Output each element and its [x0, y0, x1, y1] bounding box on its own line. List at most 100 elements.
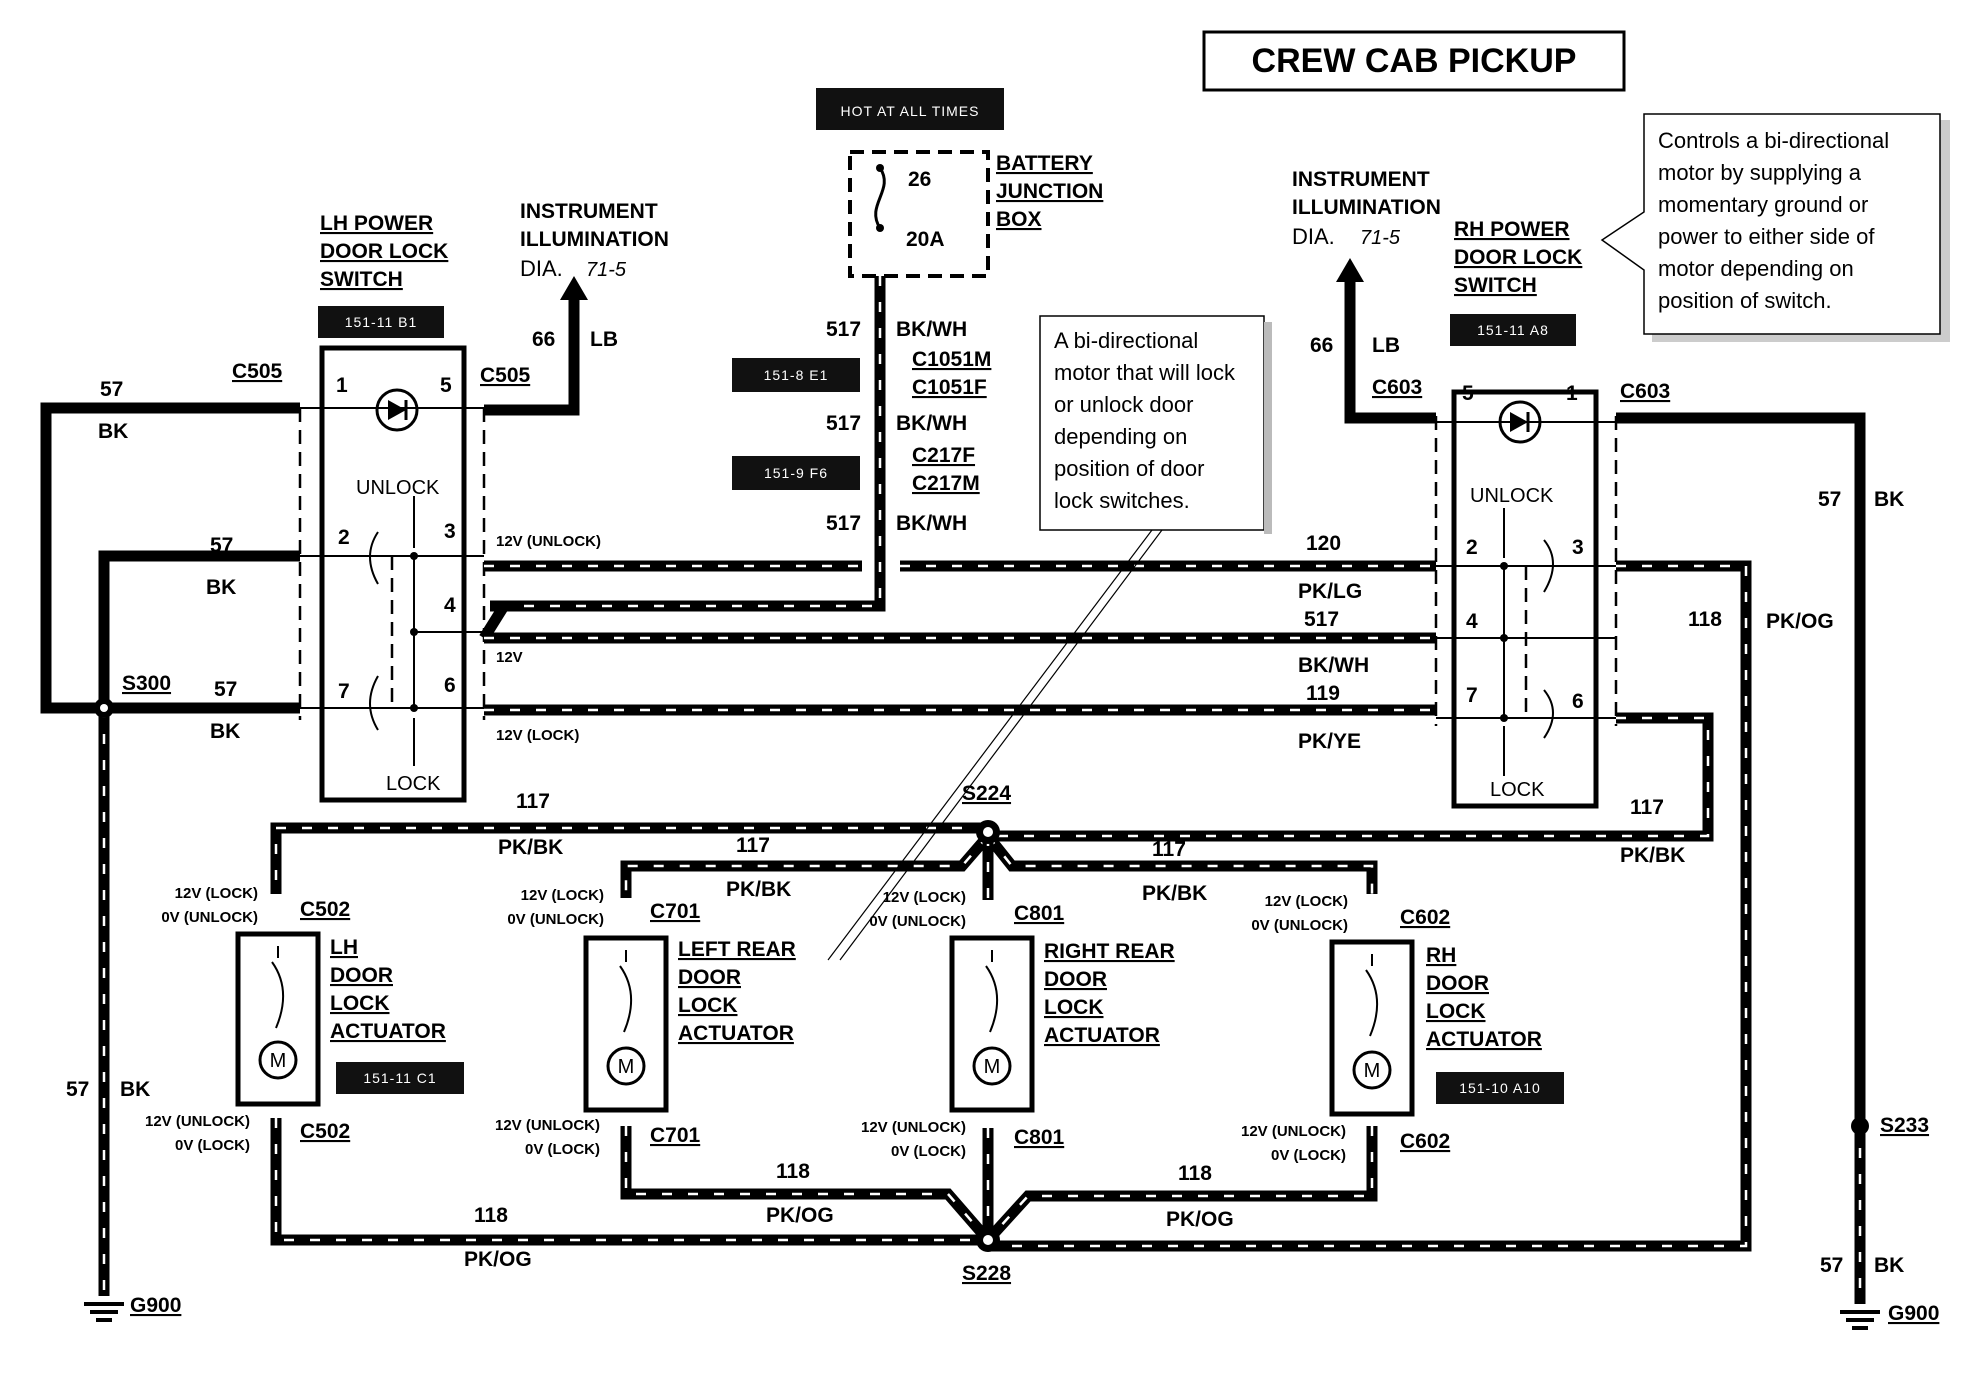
- wire-bk-d: BK: [120, 1078, 150, 1101]
- wire-bk-e: BK: [1874, 488, 1904, 511]
- lr-actuator-conn-top: C701: [650, 900, 701, 923]
- fuse-number: 26: [908, 168, 931, 191]
- lh-pin-7: 7: [338, 680, 350, 703]
- lh-pin-4: 4: [444, 594, 456, 617]
- lh-pin-3: 3: [444, 520, 456, 543]
- instrument-illumination-left: INSTRUMENT ILLUMINATION DIA. 71-5 66 LB: [484, 200, 669, 416]
- wire-517-label: 517: [1304, 608, 1339, 631]
- wire-118-main: 118 PK/OG: [988, 560, 1834, 1252]
- splice-s224: S224: [962, 782, 1011, 805]
- lh-bot-v2: 0V (LOCK): [175, 1137, 250, 1154]
- lh-pin-6: 6: [444, 674, 456, 697]
- lh-switch-connector-right: C505: [480, 364, 531, 387]
- rh-switch-label-1: RH POWER: [1454, 218, 1570, 241]
- lh-switch-label-1: LH POWER: [320, 212, 433, 235]
- instr-right-dia: DIA.: [1292, 224, 1335, 249]
- bjb-label-2: JUNCTION: [996, 180, 1103, 203]
- connector-c1051m: C1051M: [912, 348, 991, 371]
- wire-118-b: 118: [776, 1160, 810, 1183]
- instr-left-color: LB: [590, 328, 618, 351]
- lh-switch-label-2: DOOR LOCK: [320, 240, 448, 263]
- lh-pin-1: 1: [336, 374, 348, 397]
- rh-top-v1: 12V (LOCK): [1265, 893, 1348, 910]
- rh-pin-1: 1: [1566, 382, 1578, 405]
- rr-actuator-label-3: LOCK: [1044, 996, 1104, 1019]
- note-left-line-2: motor that will lock: [1054, 360, 1236, 385]
- left-rear-door-lock-actuator: M 12V (LOCK) 0V (UNLOCK) 12V (UNLOCK) 0V…: [495, 887, 796, 1158]
- rh-actuator-label-2: DOOR: [1426, 972, 1489, 995]
- instr-left-circuit: 66: [532, 328, 555, 351]
- wire-118-a: 118: [474, 1204, 508, 1227]
- connector-c1051f: C1051F: [912, 376, 987, 399]
- wire-57-c: 57: [214, 678, 237, 701]
- hot-tag-text: HOT AT ALL TIMES: [841, 103, 980, 119]
- lh-pin-5: 5: [440, 374, 452, 397]
- wire-57-b: 57: [210, 534, 233, 557]
- rh-bot-v2: 0V (LOCK): [1271, 1147, 1346, 1164]
- rh-switch-label-2: DOOR LOCK: [1454, 246, 1582, 269]
- lr-bot-v2: 0V (LOCK): [525, 1141, 600, 1158]
- diagram-title: CREW CAB PICKUP: [1252, 42, 1577, 80]
- right-rear-door-lock-actuator: M 12V (LOCK) 0V (UNLOCK) 12V (UNLOCK) 0V…: [861, 889, 1175, 1160]
- note-bi-directional-motor: A bi-directional motor that will lock or…: [827, 315, 1272, 961]
- splice-s233: S233: [1880, 1114, 1929, 1137]
- lh-actuator-label-2: DOOR: [330, 964, 393, 987]
- feed-circuit-1: 517: [826, 318, 861, 341]
- rr-actuator-conn-bot: C801: [1014, 1126, 1065, 1149]
- rr-actuator-label-2: DOOR: [1044, 968, 1107, 991]
- lh-switch-label-3: SWITCH: [320, 268, 403, 291]
- rr-top-v2: 0V (UNLOCK): [869, 913, 966, 930]
- rh-actuator-label-1: RH: [1426, 944, 1456, 967]
- lh-switch-ref: 151-11 B1: [345, 314, 418, 330]
- v-lock-label: 12V (LOCK): [496, 727, 579, 744]
- instr-left-2: ILLUMINATION: [520, 228, 669, 251]
- rh-actuator-label-4: ACTUATOR: [1426, 1028, 1542, 1051]
- rh-door-lock-actuator: M 12V (LOCK) 0V (UNLOCK) 12V (UNLOCK) 0V…: [1241, 893, 1564, 1164]
- lh-door-lock-actuator: M 12V (LOCK) 0V (UNLOCK) 12V (UNLOCK) 0V…: [145, 885, 464, 1154]
- rr-bot-v1: 12V (UNLOCK): [861, 1119, 966, 1136]
- wire-bk-c: BK: [210, 720, 240, 743]
- feed-circuit-3: 517: [826, 512, 861, 535]
- rh-pin-6: 6: [1572, 690, 1584, 713]
- title-box: CREW CAB PICKUP: [1202, 30, 1626, 92]
- battery-junction-box: 26 20A BATTERY JUNCTION BOX: [848, 150, 1103, 278]
- ground-label-left: G900: [130, 1294, 181, 1317]
- wire-57-a: 57: [100, 378, 123, 401]
- note-right-line-6: position of switch.: [1658, 288, 1832, 313]
- rh-pin-5: 5: [1462, 382, 1474, 405]
- lh-actuator-ref: 151-11 C1: [363, 1070, 436, 1086]
- bjb-label-1: BATTERY: [996, 152, 1093, 175]
- note-left-line-3: or unlock door: [1054, 392, 1193, 417]
- rh-unlock-label: UNLOCK: [1470, 485, 1554, 507]
- v-12-label: 12V: [496, 649, 523, 666]
- rr-actuator-label-4: ACTUATOR: [1044, 1024, 1160, 1047]
- lh-bot-v1: 12V (UNLOCK): [145, 1113, 250, 1130]
- rh-lock-label: LOCK: [1490, 779, 1545, 801]
- feed-color-1: BK/WH: [896, 318, 967, 341]
- rh-top-v2: 0V (UNLOCK): [1251, 917, 1348, 934]
- instr-right-color: LB: [1372, 334, 1400, 357]
- feed-circuit-2: 517: [826, 412, 861, 435]
- instr-right-2: ILLUMINATION: [1292, 196, 1441, 219]
- wire-117-c: 117: [1152, 838, 1186, 861]
- wire-pkog-label-r: PK/OG: [1766, 610, 1834, 633]
- note-left-line-1: A bi-directional: [1054, 328, 1198, 353]
- wire-bk-a: BK: [98, 420, 128, 443]
- wire-117-a: 117: [516, 790, 550, 813]
- ground-wire-left: G900 S300 57 BK 57 BK 57 BK 57 BK: [40, 378, 300, 1322]
- lr-actuator-label-2: DOOR: [678, 966, 741, 989]
- instr-left-ref: 71-5: [586, 259, 627, 281]
- wire-118-c: 118: [1178, 1162, 1212, 1185]
- wire-pkbk-a: PK/BK: [498, 836, 563, 859]
- ref-tag-feed-2: 151-9 F6: [764, 465, 828, 481]
- wire-118-bottom: S228 118 PK/OG 118 PK/OG 118 PK/OG: [270, 1118, 1378, 1285]
- rr-actuator-label-1: RIGHT REAR: [1044, 940, 1175, 963]
- lh-pin-2: 2: [338, 526, 350, 549]
- lh-motor-symbol: M: [270, 1050, 287, 1072]
- lh-actuator-label-4: ACTUATOR: [330, 1020, 446, 1043]
- rr-motor-symbol: M: [984, 1056, 1001, 1078]
- wire-pkbk-d: PK/BK: [1620, 844, 1685, 867]
- lh-actuator-conn-top: C502: [300, 898, 350, 921]
- lr-actuator-label-4: ACTUATOR: [678, 1022, 794, 1045]
